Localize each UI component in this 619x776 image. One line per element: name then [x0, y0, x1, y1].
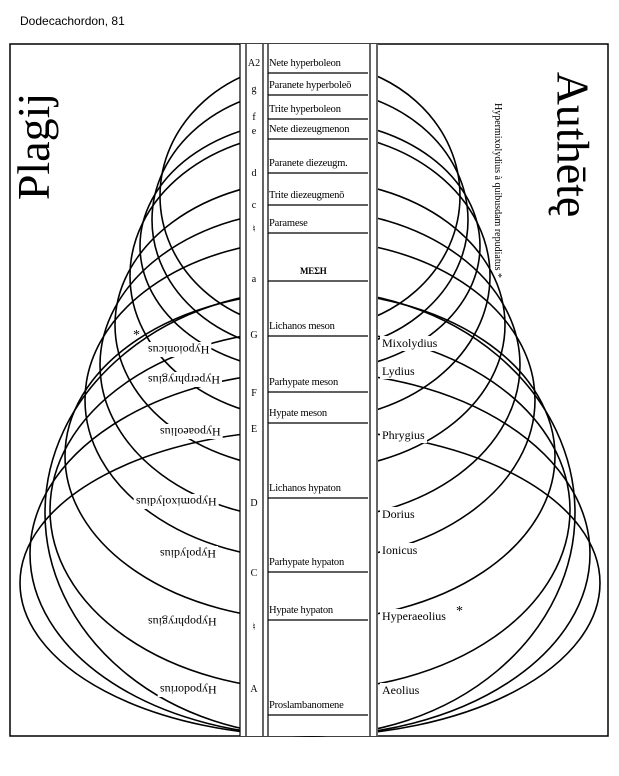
plagal-mode-label: Hypomixolydius — [134, 494, 219, 509]
caption: Dodecachordon, 81 — [20, 14, 125, 28]
note-label: Nete diezeugmenon — [269, 124, 350, 135]
plagal-mode-label: Hypoaeolius — [158, 424, 223, 439]
plagal-mode-label: Hyperphrygius — [146, 372, 222, 387]
note-label: Proslambanomene — [269, 700, 344, 711]
authentic-mode-label: Hyperaeolius — [380, 609, 448, 624]
note-letter: d — [251, 168, 257, 179]
note-label: Parhypate meson — [269, 377, 339, 388]
note-label: Lichanos meson — [269, 321, 335, 332]
note-label: Hypate hypaton — [269, 605, 333, 616]
note-letter: E — [250, 424, 258, 435]
note-label: Nete hyperboleon — [269, 58, 341, 69]
note-label: Parhypate hypaton — [269, 557, 345, 568]
star-mark: * — [456, 604, 463, 619]
authentic-mode-label: Aeolius — [380, 683, 422, 698]
plagal-mode-label: Hypolydius — [158, 546, 219, 561]
note-label: Lichanos hypaton — [269, 483, 341, 494]
note-letter: A — [250, 684, 258, 695]
authentic-mode-label: Mixolydius — [380, 336, 440, 351]
note-label: Trite diezeugmenō — [269, 190, 345, 201]
plagal-mode-label: Hypodorius — [158, 682, 219, 697]
note-letter: ♮ — [252, 622, 256, 633]
note-letter: G — [250, 330, 258, 341]
note-letter: C — [250, 568, 258, 579]
plagal-title: Plagij — [8, 92, 60, 201]
note-letter: F — [251, 388, 257, 399]
note-letter: A2 — [247, 58, 261, 69]
note-label: Trite hyperboleon — [269, 104, 341, 115]
note-letter: a — [251, 274, 257, 285]
note-label: ΜΕΣΗ — [300, 266, 327, 276]
side-note: Hypermixolydius à quibusdam repudiatus * — [491, 103, 503, 278]
note-letter: g — [251, 84, 257, 95]
note-letter: e — [251, 126, 257, 137]
note-letter: c — [251, 200, 257, 211]
note-label: Paranete hyperboleō — [269, 80, 352, 91]
plagal-mode-label: Hypophrygius — [146, 614, 219, 629]
authentic-mode-label: Phrygius — [380, 428, 427, 443]
note-letter: D — [250, 498, 258, 509]
note-label: Hypate meson — [269, 408, 327, 419]
note-letter: f — [252, 112, 256, 123]
star-mark: * — [133, 328, 140, 343]
authentic-mode-label: Ionicus — [380, 543, 420, 558]
authentic-mode-label: Dorius — [380, 507, 417, 522]
note-label: Paramese — [269, 218, 308, 229]
plagal-mode-label: Hypoionicus — [146, 342, 212, 357]
note-letter: ♮ — [252, 224, 256, 235]
authentic-title: Authētę — [547, 71, 599, 218]
authentic-mode-label: Lydius — [380, 364, 417, 379]
note-label: Paranete diezeugm. — [269, 158, 348, 169]
